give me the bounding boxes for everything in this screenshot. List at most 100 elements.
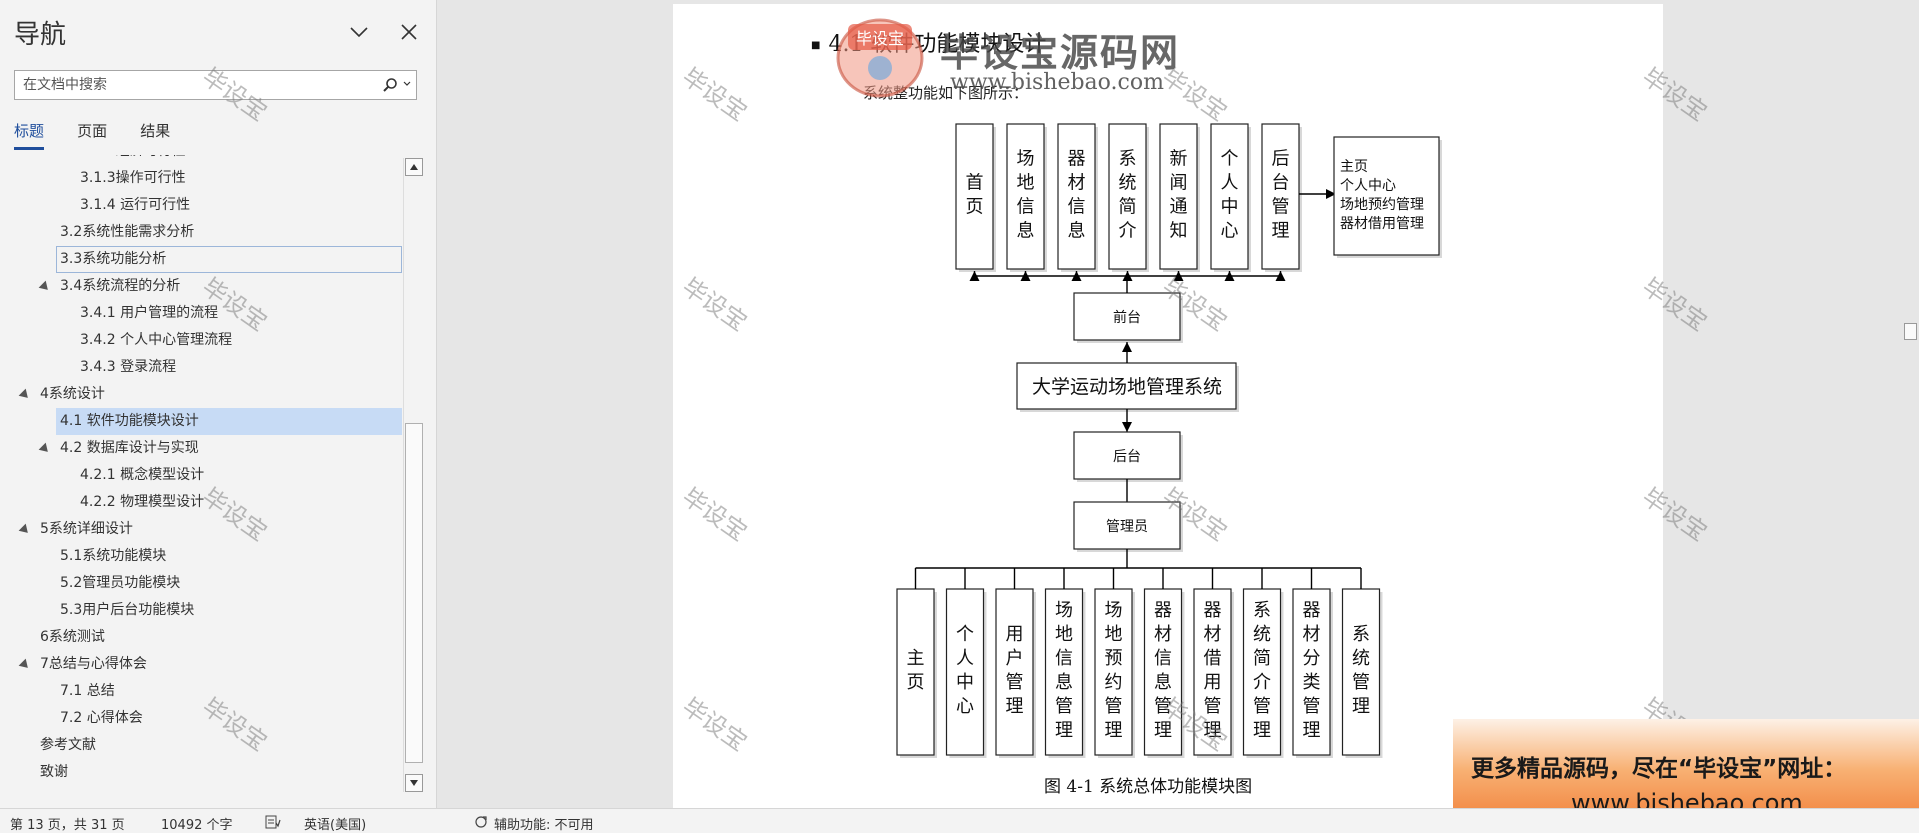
document-page[interactable]: ■4.1 软件功能模块设计 系统整功能如下图所示： 首页场地信息器材信息系统简介… bbox=[673, 4, 1663, 808]
label-char: 介 bbox=[1119, 221, 1137, 242]
nav-heading-item[interactable]: 3.1.2经济可行性 bbox=[0, 155, 402, 165]
label-char: 中 bbox=[956, 672, 974, 693]
arrowhead bbox=[1020, 271, 1031, 281]
label-char: 场 bbox=[1017, 149, 1035, 170]
nav-heading-label: 致谢 bbox=[40, 764, 68, 780]
label-char: 息 bbox=[1055, 672, 1073, 693]
nav-heading-label: 5.3用户后台功能模块 bbox=[60, 602, 195, 618]
admin-module-box bbox=[896, 588, 935, 756]
accessibility-icon[interactable] bbox=[474, 815, 490, 829]
nav-heading-item[interactable]: 5.3用户后台功能模块 bbox=[0, 597, 402, 624]
nav-heading-label: 3.4.1 用户管理的流程 bbox=[80, 305, 219, 321]
nav-heading-item[interactable]: 4.2.1 概念模型设计 bbox=[0, 462, 402, 489]
nav-heading-item[interactable]: 3.1.4 运行可行性 bbox=[0, 192, 402, 219]
arrowhead bbox=[1122, 342, 1132, 352]
expand-arrow-icon[interactable] bbox=[38, 442, 52, 456]
label-char: 中 bbox=[1221, 197, 1239, 218]
status-word-count[interactable]: 10492 个字 bbox=[161, 818, 233, 833]
label-char: 理 bbox=[1253, 720, 1271, 741]
nav-tabs: 标题 页面 结果 bbox=[14, 120, 198, 154]
backend-note-line: 个人中心 bbox=[1340, 178, 1396, 194]
nav-heading-item[interactable]: 3.4.3 登录流程 bbox=[0, 354, 402, 381]
nav-heading-item[interactable]: 6系统测试 bbox=[0, 624, 402, 651]
label-char: 用 bbox=[1006, 624, 1024, 645]
label-char: 系 bbox=[1119, 149, 1137, 170]
arrowhead bbox=[1326, 189, 1336, 199]
label-char: 管 bbox=[1055, 696, 1073, 717]
label-char: 个 bbox=[1221, 149, 1239, 170]
backend-note-line: 器材借用管理 bbox=[1340, 216, 1424, 232]
front-module-box bbox=[1057, 123, 1096, 270]
label-char: 统 bbox=[1253, 624, 1271, 645]
nav-heading-item[interactable]: 3.2系统性能需求分析 bbox=[0, 219, 402, 246]
label-char: 个 bbox=[956, 624, 974, 645]
search-options-chevron-icon[interactable] bbox=[402, 79, 412, 89]
nav-heading-label: 3.1.3操作可行性 bbox=[80, 170, 186, 186]
front-module-box bbox=[1159, 123, 1198, 270]
label-char: 信 bbox=[1068, 197, 1086, 218]
nav-heading-label: 3.1.2经济可行性 bbox=[80, 155, 186, 165]
status-page-count[interactable]: 第 13 页，共 31 页 bbox=[10, 818, 125, 833]
nav-heading-item[interactable]: 4.2.2 物理模型设计 bbox=[0, 489, 402, 516]
label-char: 后 bbox=[1272, 149, 1290, 170]
expand-arrow-icon[interactable] bbox=[18, 658, 32, 672]
search-icon[interactable] bbox=[382, 77, 398, 93]
nav-scrollbar[interactable] bbox=[403, 158, 423, 792]
expand-arrow-icon[interactable] bbox=[18, 523, 32, 537]
label-char: 页 bbox=[966, 197, 984, 218]
label-char: 器 bbox=[1204, 600, 1222, 621]
nav-heading-item[interactable]: 3.1.3操作可行性 bbox=[0, 165, 402, 192]
tab-pages[interactable]: 页面 bbox=[77, 122, 108, 140]
backend-note-line: 场地预约管理 bbox=[1340, 197, 1424, 213]
label-char: 新 bbox=[1170, 149, 1188, 170]
nav-heading-item[interactable]: 3.4.2 个人中心管理流程 bbox=[0, 327, 402, 354]
nav-heading-item[interactable]: 7.2 心得体会 bbox=[0, 705, 402, 732]
nav-heading-label: 4.2.1 概念模型设计 bbox=[80, 467, 205, 483]
admin-module-box bbox=[1292, 588, 1331, 756]
nav-heading-item[interactable]: 4系统设计 bbox=[0, 381, 402, 408]
scroll-up-button[interactable] bbox=[405, 158, 423, 176]
scroll-down-button[interactable] bbox=[405, 774, 423, 792]
label-char: 闻 bbox=[1170, 173, 1188, 194]
label-char: 理 bbox=[1352, 696, 1370, 717]
figure-caption: 图 4-1 系统总体功能模块图 bbox=[1044, 777, 1253, 797]
function-module-diagram: 首页场地信息器材信息系统简介新闻通知个人中心后台管理主页个人中心场地预约管理器材… bbox=[896, 123, 1442, 758]
label-char: 系 bbox=[1352, 624, 1370, 645]
admin-module-box bbox=[1143, 588, 1183, 756]
search-input[interactable] bbox=[15, 71, 365, 99]
nav-heading-item[interactable]: 3.4系统流程的分析 bbox=[0, 273, 402, 300]
status-accessibility[interactable]: 辅助功能: 不可用 bbox=[494, 818, 594, 833]
tab-headings[interactable]: 标题 bbox=[14, 120, 45, 150]
label-char: 理 bbox=[1154, 720, 1172, 741]
status-language[interactable]: 英语(美国) bbox=[304, 818, 367, 833]
scroll-thumb[interactable] bbox=[405, 423, 423, 763]
arrowhead bbox=[1275, 271, 1286, 281]
close-icon[interactable] bbox=[395, 18, 423, 46]
label-char: 管 bbox=[1204, 696, 1222, 717]
label-char: 信 bbox=[1055, 648, 1073, 669]
label-char: 材 bbox=[1204, 624, 1222, 645]
nav-heading-item[interactable]: 4.1 软件功能模块设计 bbox=[56, 408, 402, 435]
expand-arrow-icon[interactable] bbox=[38, 280, 52, 294]
nav-heading-item[interactable]: 参考文献 bbox=[0, 732, 402, 759]
nav-heading-item[interactable]: 5.1系统功能模块 bbox=[0, 543, 402, 570]
nav-heading-item[interactable]: 3.4.1 用户管理的流程 bbox=[0, 300, 402, 327]
nav-heading-item[interactable]: 4.2 数据库设计与实现 bbox=[0, 435, 402, 462]
arrowhead bbox=[1122, 422, 1132, 432]
nav-heading-item[interactable]: 5.2管理员功能模块 bbox=[0, 570, 402, 597]
nav-heading-item[interactable]: 3.3系统功能分析 bbox=[56, 246, 402, 273]
expand-arrow-icon[interactable] bbox=[18, 388, 32, 402]
nav-heading-item[interactable]: 致谢 bbox=[0, 759, 402, 786]
chevron-down-icon[interactable] bbox=[345, 18, 373, 46]
proofing-icon[interactable] bbox=[265, 815, 281, 829]
front-module-box bbox=[1108, 123, 1147, 270]
nav-heading-item[interactable]: 7总结与心得体会 bbox=[0, 651, 402, 678]
nav-heading-item[interactable]: 5系统详细设计 bbox=[0, 516, 402, 543]
tab-results[interactable]: 结果 bbox=[140, 122, 171, 140]
label-char: 材 bbox=[1154, 624, 1172, 645]
nav-heading-item[interactable]: 7.1 总结 bbox=[0, 678, 402, 705]
